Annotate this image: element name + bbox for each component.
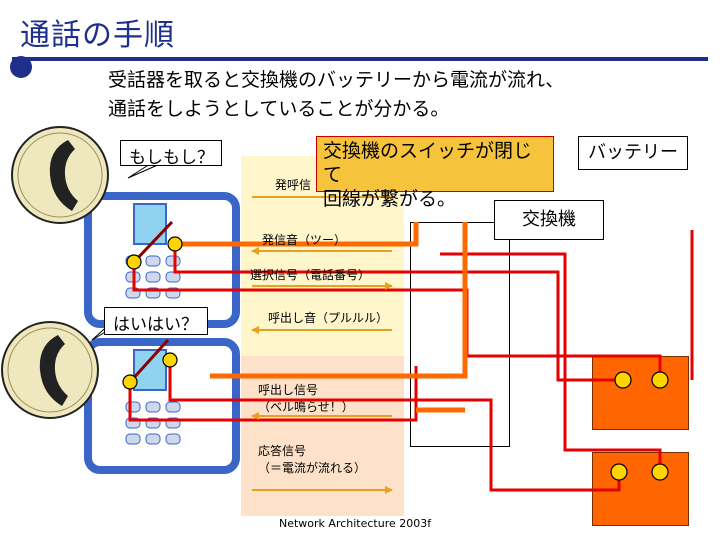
dial-tone-label: 発信音（ツー）: [262, 233, 347, 247]
callout-line-2: 回線が繋がる。: [323, 188, 457, 210]
caller-speech-bubble: もしもし？: [120, 140, 222, 168]
description-line-1: 受話器を取ると交換機のバッテリーから電流が流れ、: [108, 69, 565, 91]
callee-handset-icon: [1, 321, 99, 419]
ring-signal-line-1: 呼出し信号: [258, 383, 319, 397]
answer-signal-label: 応答信号 （＝電流が流れる）: [258, 443, 366, 477]
caller-handset-icon: [11, 126, 109, 224]
terminal-dot: [162, 352, 178, 368]
terminal-dot: [651, 463, 669, 481]
terminal-dot: [651, 371, 669, 389]
callee-phone-icon: [84, 338, 240, 474]
footer-text: Network Architecture 2003f: [279, 517, 432, 530]
caller-phone-icon: [84, 192, 240, 328]
terminal-dot: [167, 236, 183, 252]
answer-signal-line-2: （＝電流が流れる）: [258, 461, 367, 475]
terminal-dot: [614, 371, 632, 389]
description-line-2: 通話をしようとしていることが分かる。: [108, 98, 450, 120]
title-underline: [12, 57, 708, 61]
title-bullet-dot: [10, 56, 32, 78]
callout-line-1: 交換機のスイッチが閉じて: [323, 140, 533, 186]
selection-signal-label: 選択信号（電話番号）: [250, 268, 371, 282]
battery-label: バッテリー: [578, 136, 688, 170]
ring-signal-line-2: （ベル鳴らせ！）: [258, 400, 354, 414]
page-title: 通話の手順: [20, 18, 175, 53]
ring-signal-label: 呼出し信号 （ベル鳴らせ！）: [258, 382, 354, 416]
callee-speech-bubble: はいはい？: [104, 307, 208, 335]
answer-signal-line-1: 応答信号: [258, 444, 307, 458]
ringback-label: 呼出し音（プルルル）: [268, 311, 389, 325]
hasshin-label: 発呼信: [275, 178, 312, 192]
terminal-dot: [610, 463, 628, 481]
terminal-dot: [122, 374, 138, 390]
terminal-dot: [126, 254, 142, 270]
switch-callout: 交換機のスイッチが閉じて 回線が繋がる。: [316, 136, 554, 210]
exchange-label: 交換機: [494, 200, 604, 240]
description-text: 受話器を取ると交換機のバッテリーから電流が流れ、 通話をしようとしていることが分…: [108, 66, 564, 124]
